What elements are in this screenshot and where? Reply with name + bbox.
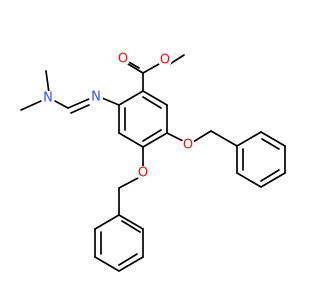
bond [142, 90, 168, 106]
bond [94, 214, 120, 230]
atom-dimethylamino-nitrogen: N [41, 91, 55, 106]
bond [192, 130, 212, 143]
atom-ether-oxygen-lower: O [136, 166, 150, 181]
bond [118, 256, 144, 272]
atom-imine-nitrogen: N [89, 90, 103, 105]
bond [101, 97, 120, 106]
bond [45, 70, 50, 94]
bond [142, 96, 162, 109]
atom-label: O [160, 53, 170, 68]
bond [121, 220, 141, 233]
bond [236, 131, 262, 147]
upper-benzyloxy-group [166, 130, 286, 188]
bond [261, 138, 280, 150]
bond [260, 172, 286, 188]
atom-carbonyl-oxygen: O [116, 52, 130, 67]
bond [166, 132, 184, 142]
bond [118, 132, 144, 148]
atom-label: O [138, 166, 148, 181]
atom-label: N [43, 91, 53, 106]
amidine-group [20, 70, 120, 114]
atom-label: O [183, 138, 193, 153]
bond [142, 132, 168, 148]
bond [210, 130, 238, 147]
atom-labels: O O O O N N [41, 52, 195, 181]
bond [169, 54, 185, 65]
atom-ester-oxygen: O [158, 53, 172, 68]
bond [118, 177, 139, 189]
bond [20, 100, 42, 111]
bond [54, 100, 69, 109]
bond [236, 172, 262, 188]
bond [118, 214, 144, 230]
central-benzene-ring [118, 90, 168, 148]
bond [94, 256, 120, 272]
bond [118, 253, 138, 266]
atom-ether-oxygen-upper: O [181, 138, 195, 153]
bond [70, 104, 90, 114]
bond [142, 63, 160, 74]
atom-label: N [91, 90, 101, 105]
bond [127, 63, 144, 74]
bond [67, 98, 90, 109]
bond [260, 131, 286, 147]
atom-label: O [118, 52, 128, 67]
methyl-ester-group [126, 54, 185, 92]
molecule-structure-drawing: O O O O N N [20, 52, 286, 272]
bond [260, 169, 280, 182]
bond [142, 129, 162, 142]
lower-benzyloxy-group [94, 146, 144, 272]
bond [118, 90, 144, 106]
